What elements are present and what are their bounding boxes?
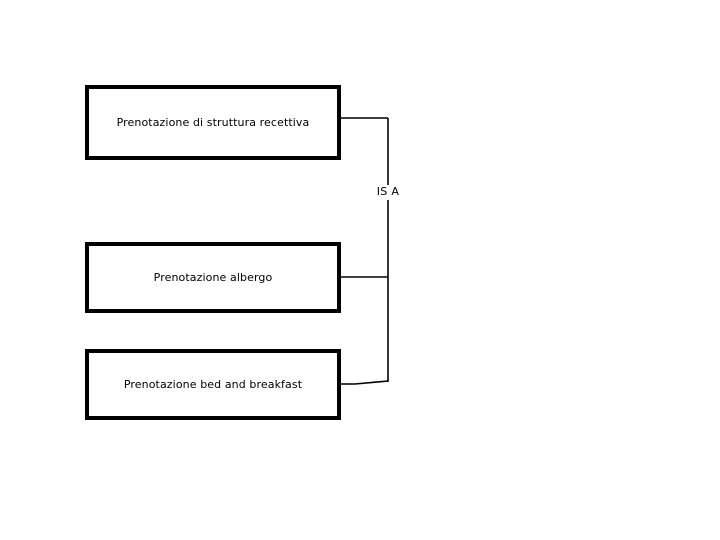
entity-box-child-2[interactable]: Prenotazione bed and breakfast (85, 349, 341, 420)
entity-label-child-1: Prenotazione albergo (153, 270, 273, 284)
entity-label-child-2: Prenotazione bed and breakfast (123, 377, 303, 391)
entity-label-parent: Prenotazione di struttura recettiva (116, 115, 310, 129)
entity-box-child-1[interactable]: Prenotazione albergo (85, 242, 341, 313)
entity-box-parent[interactable]: Prenotazione di struttura recettiva (85, 85, 341, 160)
connector-child-2 (341, 380, 389, 385)
isa-relationship-label: IS A (364, 185, 412, 199)
